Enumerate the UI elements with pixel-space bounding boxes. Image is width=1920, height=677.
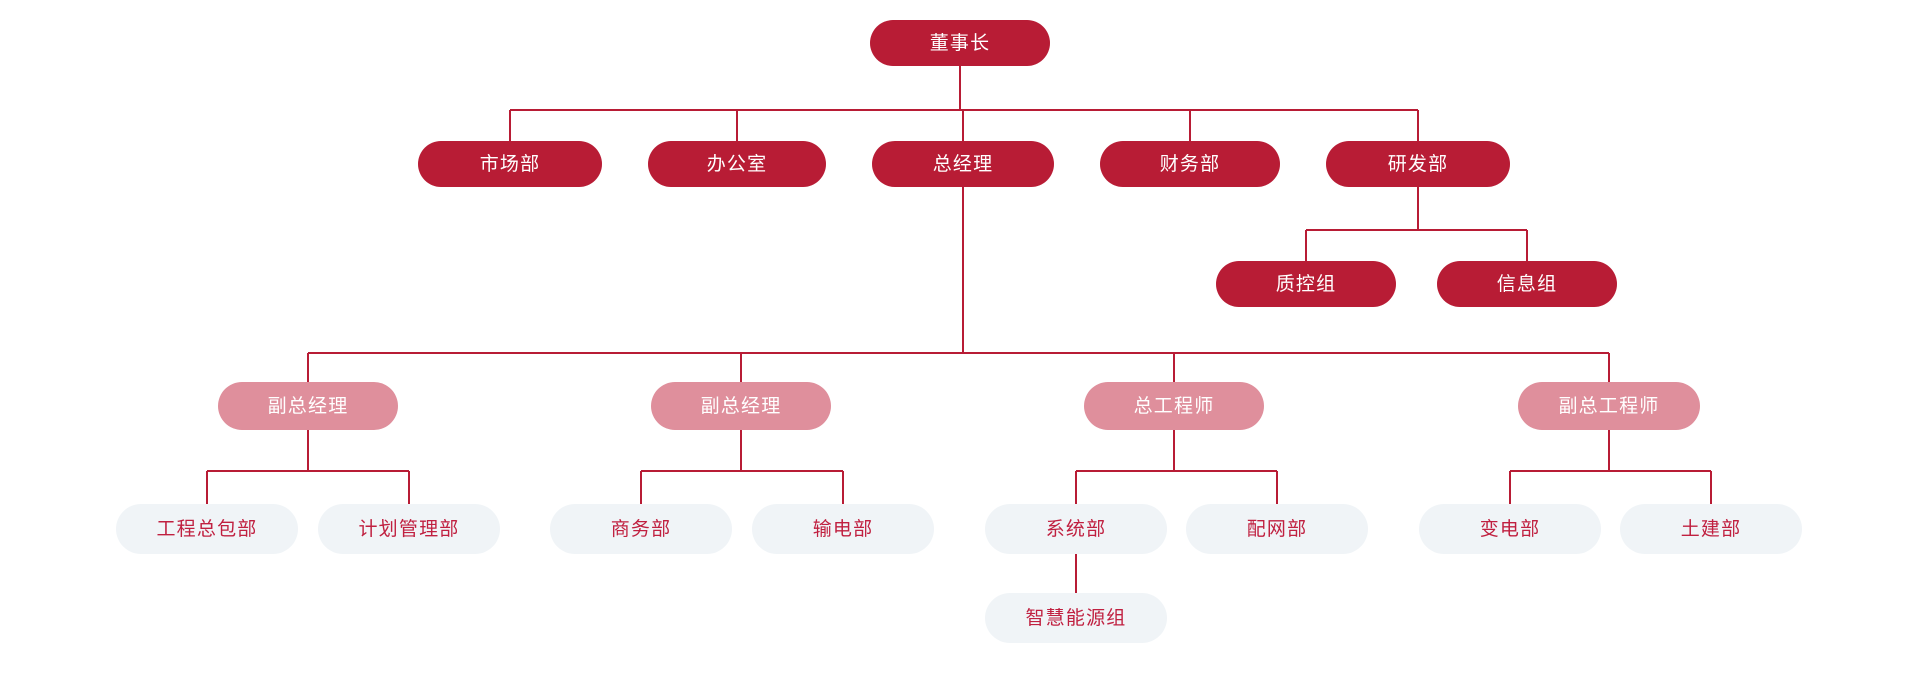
org-node-label: 研发部 [1387, 153, 1449, 175]
org-node-label: 变电部 [1479, 518, 1541, 540]
org-node-deputy-chief-eng[interactable]: 副总工程师 [1518, 382, 1700, 430]
org-node-label: 信息组 [1496, 273, 1558, 295]
org-node-chief-engineer[interactable]: 总工程师 [1084, 382, 1264, 430]
org-node-label: 副总经理 [267, 395, 349, 417]
org-node-marketing[interactable]: 市场部 [418, 141, 602, 187]
org-node-label: 计划管理部 [358, 518, 460, 540]
org-node-label: 总经理 [932, 153, 994, 175]
org-node-qc-group[interactable]: 质控组 [1216, 261, 1396, 307]
org-node-rnd[interactable]: 研发部 [1326, 141, 1510, 187]
org-node-label: 财务部 [1159, 153, 1221, 175]
org-node-smart-energy[interactable]: 智慧能源组 [985, 593, 1167, 643]
org-node-label: 土建部 [1680, 518, 1742, 540]
org-node-finance[interactable]: 财务部 [1100, 141, 1280, 187]
org-node-label: 商务部 [610, 518, 672, 540]
org-node-office[interactable]: 办公室 [648, 141, 826, 187]
org-node-label: 办公室 [706, 153, 768, 175]
org-node-label: 市场部 [479, 153, 541, 175]
org-node-label: 系统部 [1045, 518, 1107, 540]
org-node-substation[interactable]: 变电部 [1419, 504, 1601, 554]
org-node-deputy-gm-1[interactable]: 副总经理 [218, 382, 398, 430]
org-node-label: 输电部 [812, 518, 874, 540]
org-node-label: 董事长 [929, 32, 991, 54]
org-node-chairman[interactable]: 董事长 [870, 20, 1050, 66]
org-node-label: 配网部 [1246, 518, 1308, 540]
org-node-label: 副总工程师 [1558, 395, 1660, 417]
org-node-label: 质控组 [1275, 273, 1337, 295]
org-node-label: 副总经理 [700, 395, 782, 417]
org-node-general-manager[interactable]: 总经理 [872, 141, 1054, 187]
org-node-label: 智慧能源组 [1025, 607, 1127, 629]
org-node-civil-works[interactable]: 土建部 [1620, 504, 1802, 554]
org-node-business-dept[interactable]: 商务部 [550, 504, 732, 554]
org-node-distribution[interactable]: 配网部 [1186, 504, 1368, 554]
org-node-epc-dept[interactable]: 工程总包部 [116, 504, 298, 554]
org-node-planning-dept[interactable]: 计划管理部 [318, 504, 500, 554]
org-node-label: 总工程师 [1133, 395, 1215, 417]
org-node-label: 工程总包部 [156, 518, 258, 540]
org-node-deputy-gm-2[interactable]: 副总经理 [651, 382, 831, 430]
org-node-system-dept[interactable]: 系统部 [985, 504, 1167, 554]
org-node-info-group[interactable]: 信息组 [1437, 261, 1617, 307]
org-node-transmission[interactable]: 输电部 [752, 504, 934, 554]
